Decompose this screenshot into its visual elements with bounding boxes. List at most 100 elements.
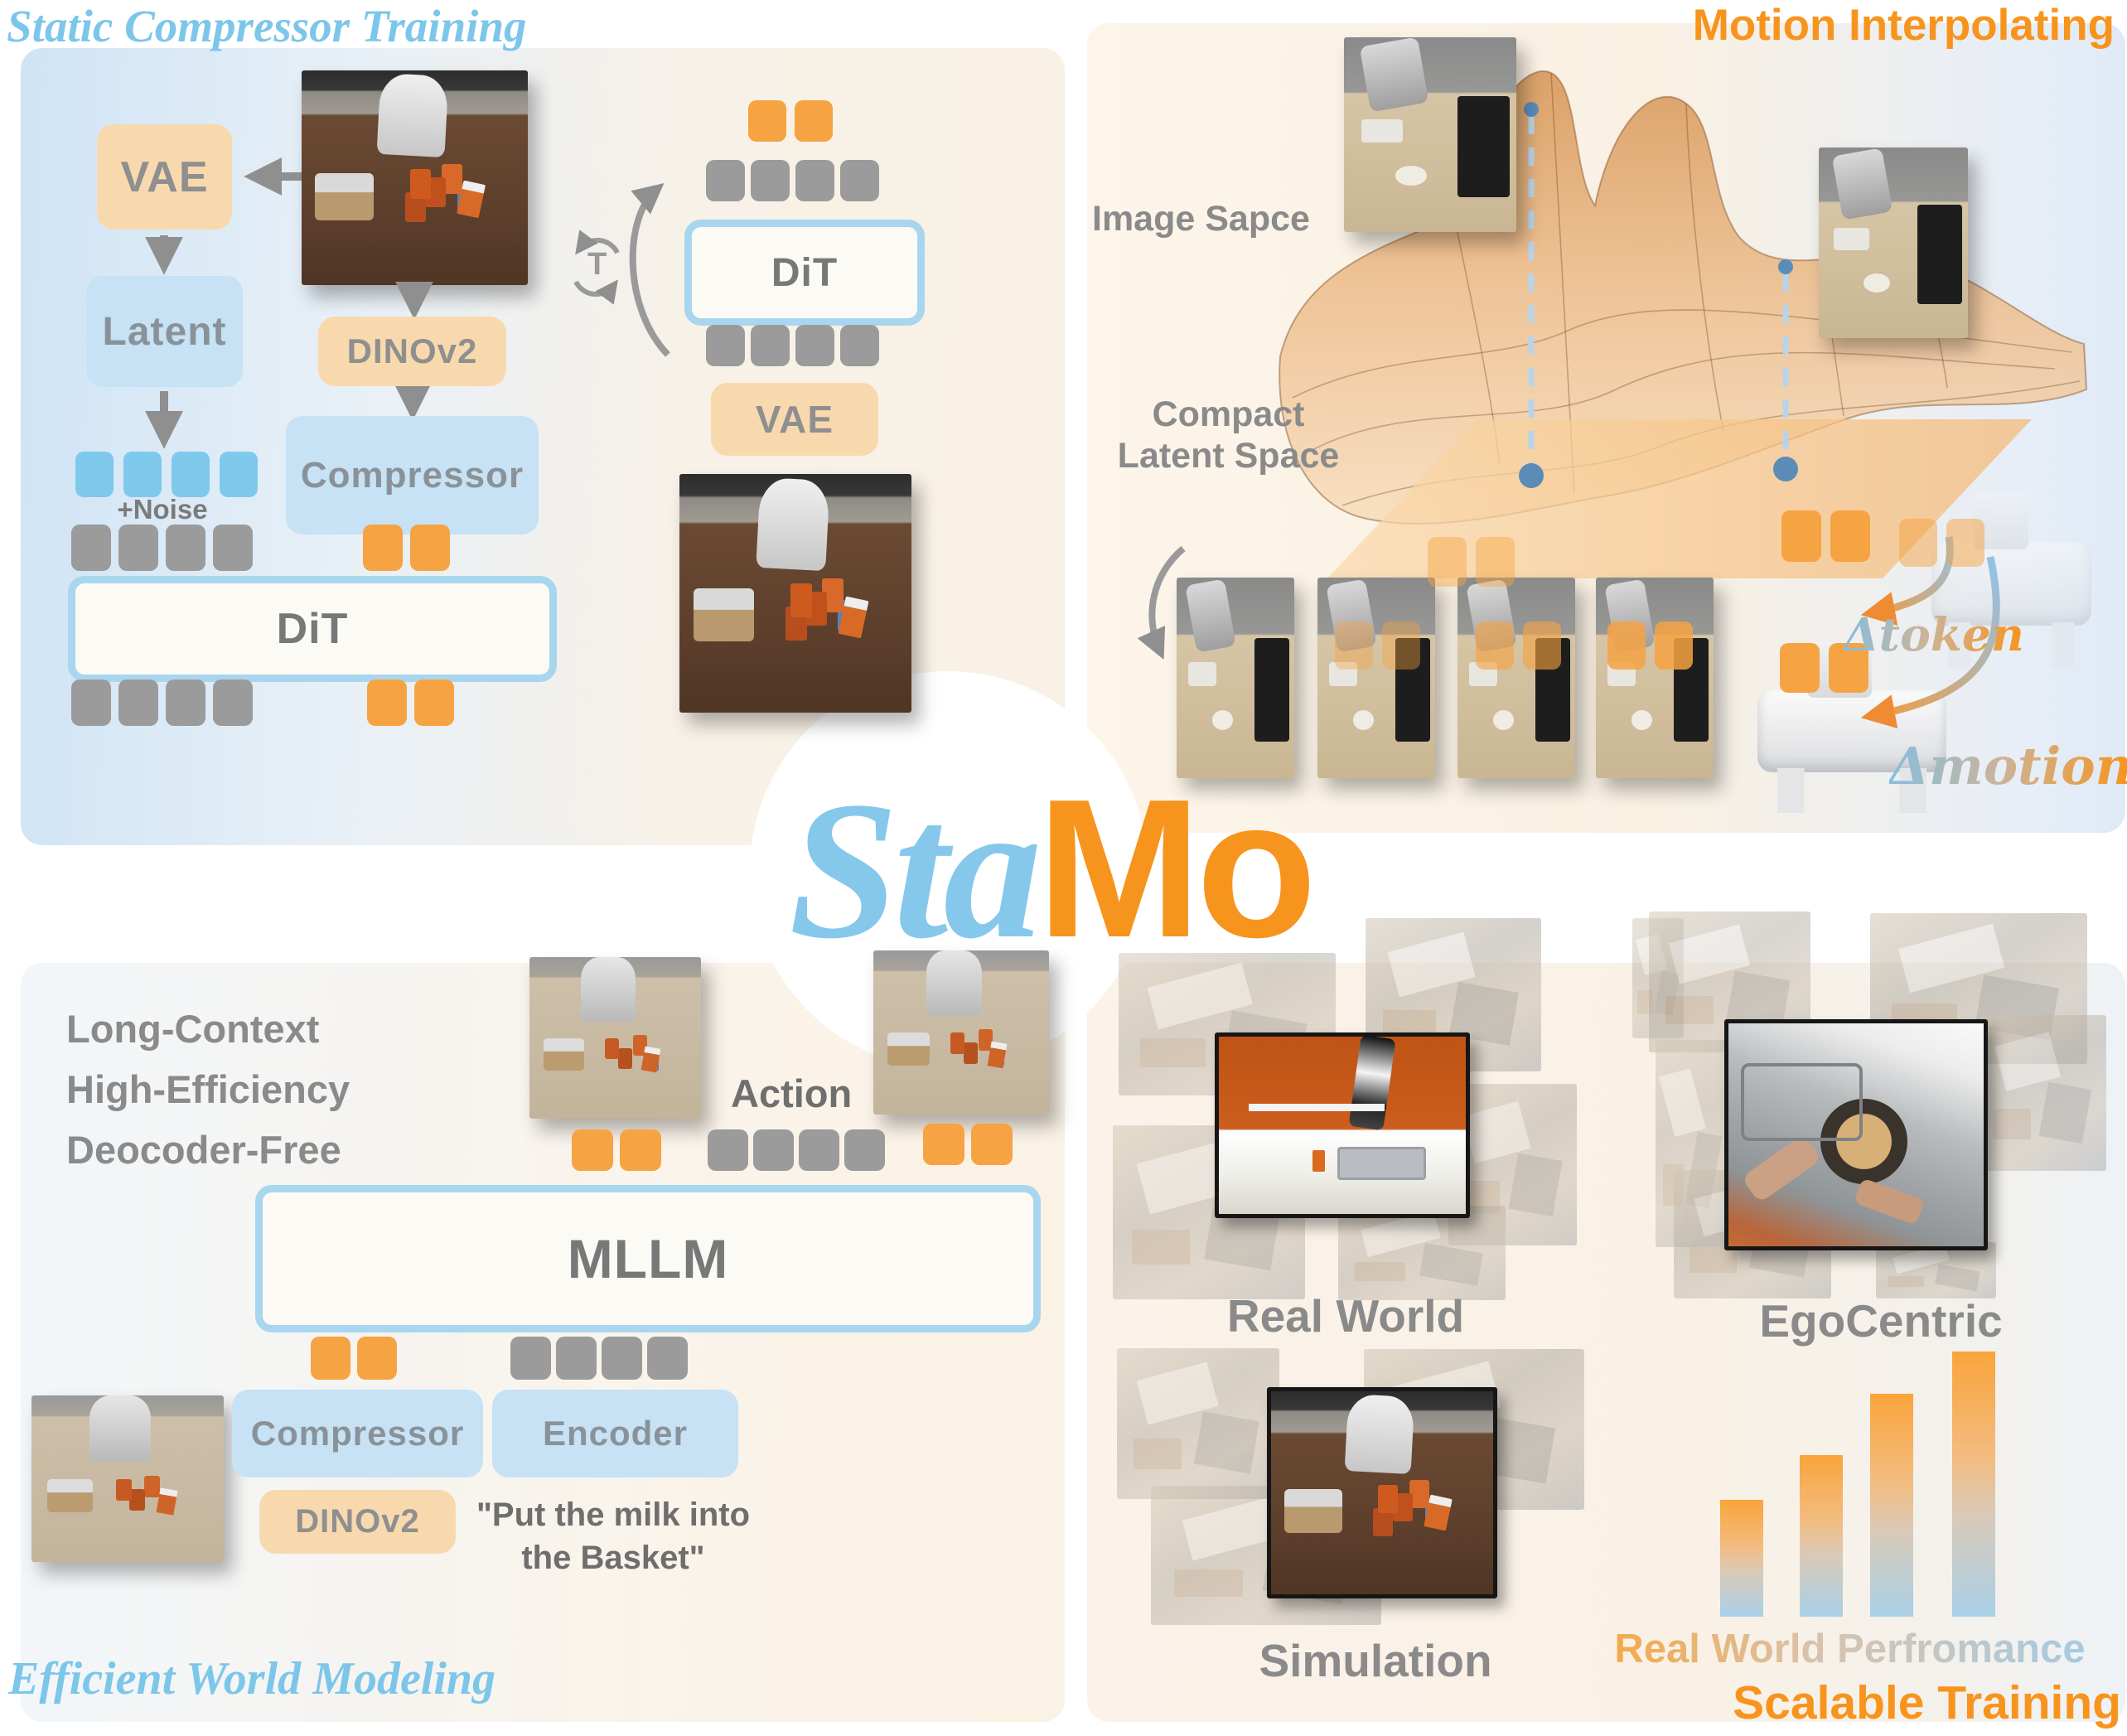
- token: [367, 679, 407, 726]
- title-motion-interpolating: Motion Interpolating: [1692, 1, 2115, 50]
- feature-long-context: Long-Context: [66, 1007, 320, 1051]
- token: [166, 679, 205, 726]
- robot-image-sim-output: [679, 474, 911, 713]
- dinov2-box: DINOv2: [318, 317, 506, 386]
- robot-image-motion-b: [1819, 147, 1968, 338]
- token: [166, 525, 205, 571]
- token: [1829, 643, 1868, 693]
- stamo-sta: Sta: [789, 762, 1042, 979]
- token: [620, 1129, 661, 1171]
- token: [311, 1337, 350, 1380]
- stamo-logo: StaMo: [789, 771, 1317, 970]
- token: [799, 1129, 839, 1171]
- token: [1607, 621, 1646, 670]
- token-group-blue: [75, 452, 258, 497]
- motion-frame-2: [1317, 578, 1435, 778]
- dinov2-box-2: DINOv2: [259, 1490, 456, 1554]
- token: [971, 1124, 1013, 1165]
- token: [647, 1337, 688, 1380]
- category-real-world: Real World: [1226, 1290, 1465, 1342]
- token: [923, 1124, 964, 1165]
- instruction-line1: "Put the milk into: [476, 1497, 751, 1533]
- token-group-orange: [1428, 537, 1515, 587]
- arrow-plane-to-frames: [1137, 545, 1186, 660]
- latent-point-dots: [1519, 102, 1798, 488]
- token-group-orange: [1899, 519, 1984, 567]
- token: [410, 525, 450, 571]
- token: [363, 525, 403, 571]
- compact-latent-space-label: Compact Latent Space: [1102, 394, 1355, 476]
- token-group-orange: [1781, 510, 1870, 562]
- token: [357, 1337, 397, 1380]
- t-label: T: [587, 247, 607, 282]
- token: [1830, 510, 1870, 562]
- token: [213, 525, 253, 571]
- dit-box: DiT: [68, 576, 557, 682]
- token-group-orange: [572, 1129, 661, 1171]
- token: [1476, 537, 1515, 587]
- encoder-box: Encoder: [492, 1390, 738, 1477]
- feature-decoder-free: Deocoder-Free: [66, 1128, 341, 1172]
- stamo-mo: Mo: [1037, 759, 1317, 979]
- feature-list: Long-Context High-Efficiency Deocoder-Fr…: [66, 999, 350, 1180]
- collage-tile: [1980, 1015, 2106, 1171]
- token: [213, 679, 253, 726]
- token: [1335, 621, 1373, 670]
- token-group-orange: [1607, 621, 1693, 670]
- instruction-line2: the Basket": [521, 1540, 705, 1576]
- delta-motion-arrow: [1860, 556, 2000, 729]
- action-label: Action: [731, 1071, 853, 1115]
- category-simulation: Simulation: [1259, 1635, 1492, 1686]
- token: [1781, 510, 1821, 562]
- mllm-box: MLLM: [255, 1185, 1041, 1332]
- token-group-orange: [923, 1124, 1013, 1165]
- title-scalable-training: Scalable Training: [1733, 1676, 2121, 1729]
- token: [220, 452, 258, 497]
- motion-frame-1: [1177, 578, 1294, 778]
- token: [840, 160, 879, 201]
- t-cycle-icon: [573, 230, 620, 305]
- token: [751, 325, 790, 366]
- token-group-orange: [748, 100, 833, 142]
- dit-box-2: DiT: [684, 220, 925, 326]
- projection-dashed-lines: [1528, 116, 1789, 464]
- scalable-training-bar-4: [1952, 1352, 1995, 1617]
- title-static-compressor-training: Static Compressor Training: [7, 1, 527, 51]
- collage-tile: [1876, 1242, 1996, 1298]
- token: [748, 100, 786, 142]
- token: [844, 1129, 885, 1171]
- token-group-orange: [1335, 621, 1420, 670]
- token: [1780, 643, 1820, 693]
- collage-tile: [1338, 1206, 1506, 1300]
- token-group-gray: [71, 679, 253, 726]
- category-egocentric: EgoCentric: [1759, 1295, 2003, 1347]
- latent-space-line1: Compact: [1152, 394, 1305, 434]
- token: [556, 1337, 597, 1380]
- feature-high-efficiency: High-Efficiency: [66, 1067, 350, 1111]
- noise-label: +Noise: [117, 494, 208, 525]
- delta-token-label: Δtoken: [1844, 607, 2024, 661]
- egocentric-highlight-image: [1724, 1019, 1988, 1250]
- token: [414, 679, 454, 726]
- simulation-highlight-image: [1267, 1387, 1497, 1598]
- vae-box: VAE: [97, 124, 232, 230]
- token: [71, 525, 111, 571]
- compressor-box-2: Compressor: [232, 1390, 483, 1477]
- token-group-orange: [1476, 621, 1561, 670]
- token: [1946, 519, 1984, 567]
- robot-image-sim-input: [302, 70, 528, 285]
- token-group-orange: [1780, 643, 1868, 693]
- robot-image-world-left: [529, 957, 701, 1119]
- token: [510, 1337, 551, 1380]
- motion-frame-3: [1457, 578, 1575, 778]
- token: [1655, 621, 1693, 670]
- token-group-gray: [706, 160, 879, 201]
- token: [1428, 537, 1467, 587]
- token: [172, 452, 210, 497]
- token: [1382, 621, 1420, 670]
- compressor-box: Compressor: [286, 416, 539, 534]
- robot-image-motion-a: [1344, 37, 1516, 232]
- token-group-orange: [311, 1337, 397, 1380]
- latent-space-line2: Latent Space: [1117, 436, 1340, 476]
